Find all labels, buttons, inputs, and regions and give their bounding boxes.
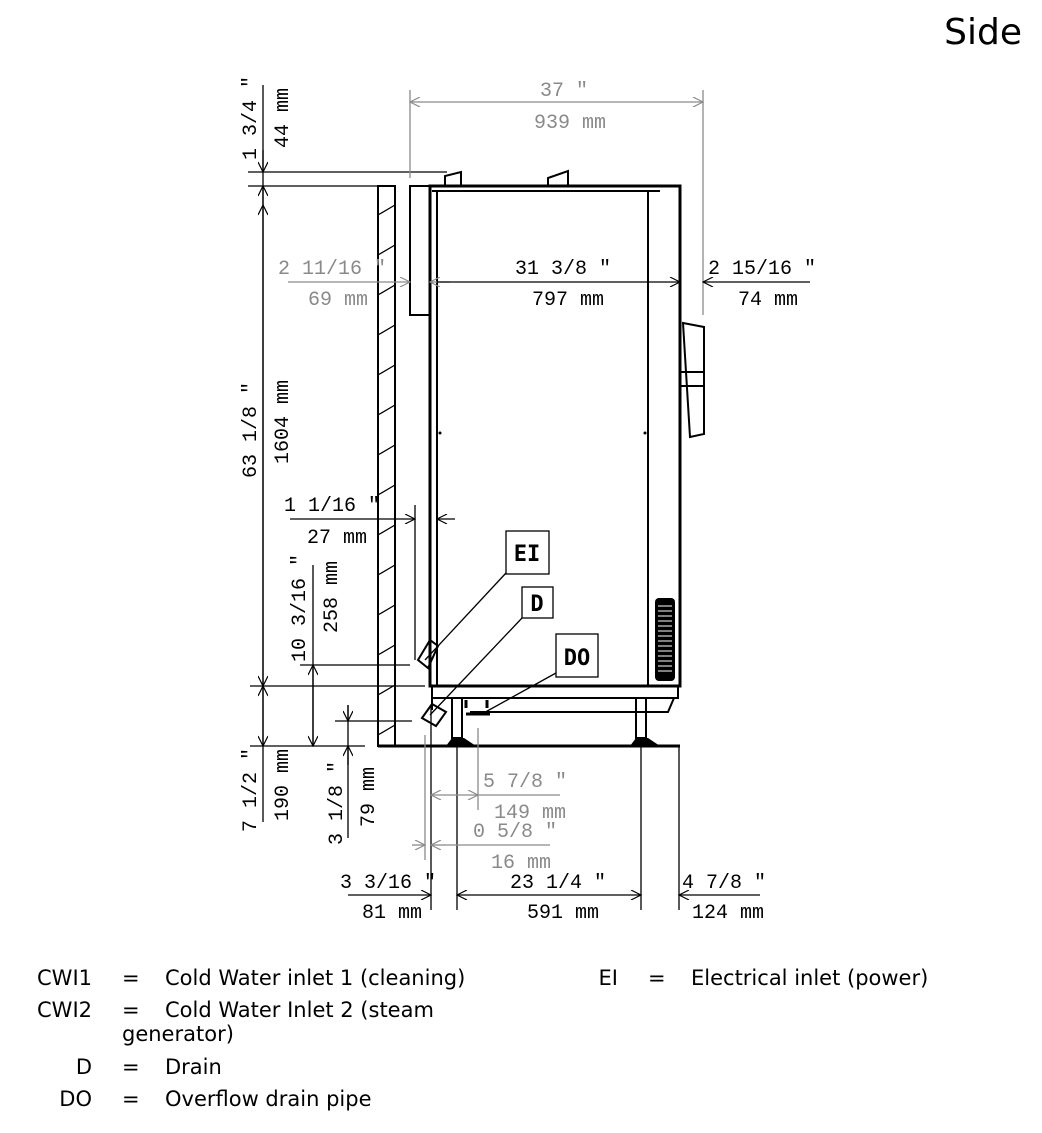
svg-text:D: D xyxy=(530,592,543,617)
depth-mm: 939 mm xyxy=(534,112,606,135)
svg-text:0 5/8 ": 0 5/8 " xyxy=(473,821,557,844)
oven-body xyxy=(409,169,682,688)
depth-in: 37 " xyxy=(540,80,588,103)
svg-text:27 mm: 27 mm xyxy=(307,527,367,550)
svg-text:5 7/8 ": 5 7/8 " xyxy=(483,771,567,794)
svg-text:124 mm: 124 mm xyxy=(692,902,764,925)
svg-text:DO: DO xyxy=(564,646,591,671)
svg-text:31 3/8 ": 31 3/8 " xyxy=(515,258,611,281)
base-and-legs xyxy=(431,685,679,746)
svg-text:7 1/2 ": 7 1/2 " xyxy=(240,748,263,832)
svg-text:69 mm: 69 mm xyxy=(308,289,368,312)
callout-do: DO xyxy=(555,633,599,678)
svg-text:74 mm: 74 mm xyxy=(738,289,798,312)
legend: CWI1 = Cold Water inlet 1 (cleaning) EI … xyxy=(37,966,929,1111)
svg-text:591 mm: 591 mm xyxy=(527,902,599,925)
top-mm: 44 mm xyxy=(272,88,295,148)
svg-text:797 mm: 797 mm xyxy=(532,289,604,312)
height-in: 63 1/8 " xyxy=(240,382,263,478)
dimension-lines xyxy=(248,85,810,910)
side-elevation-svg: EI D DO 37 " 939 mm 1 3/4 " 44 mm 63 1/8… xyxy=(240,76,816,925)
height-mm: 1604 mm xyxy=(272,380,295,464)
svg-text:23 1/4 ": 23 1/4 " xyxy=(510,872,606,895)
door-handle xyxy=(679,321,705,439)
svg-text:79 mm: 79 mm xyxy=(358,767,381,827)
svg-text:3 3/16 ": 3 3/16 " xyxy=(340,872,436,895)
callout-d: D xyxy=(521,586,554,619)
wall xyxy=(377,185,680,748)
svg-text:4 7/8 ": 4 7/8 " xyxy=(682,872,766,895)
svg-text:149 mm: 149 mm xyxy=(494,802,566,825)
svg-text:1 1/16 ": 1 1/16 " xyxy=(284,495,380,518)
vent-grille xyxy=(655,598,675,681)
callout-ei: EI xyxy=(505,530,550,575)
svg-text:258 mm: 258 mm xyxy=(321,561,344,633)
svg-text:190 mm: 190 mm xyxy=(272,749,295,821)
svg-text:EI: EI xyxy=(514,542,541,567)
svg-text:81 mm: 81 mm xyxy=(362,902,422,925)
svg-text:2 11/16 ": 2 11/16 " xyxy=(278,258,386,281)
svg-text:2 15/16 ": 2 15/16 " xyxy=(708,258,816,281)
svg-text:3 1/8 ": 3 1/8 " xyxy=(326,761,349,845)
top-in: 1 3/4 " xyxy=(240,76,263,160)
svg-text:10 3/16 ": 10 3/16 " xyxy=(289,554,312,662)
svg-text:16 mm: 16 mm xyxy=(491,852,551,875)
view-title: Side xyxy=(944,12,1022,53)
dimension-labels: 37 " 939 mm 1 3/4 " 44 mm 63 1/8 " 1604 … xyxy=(240,76,816,925)
